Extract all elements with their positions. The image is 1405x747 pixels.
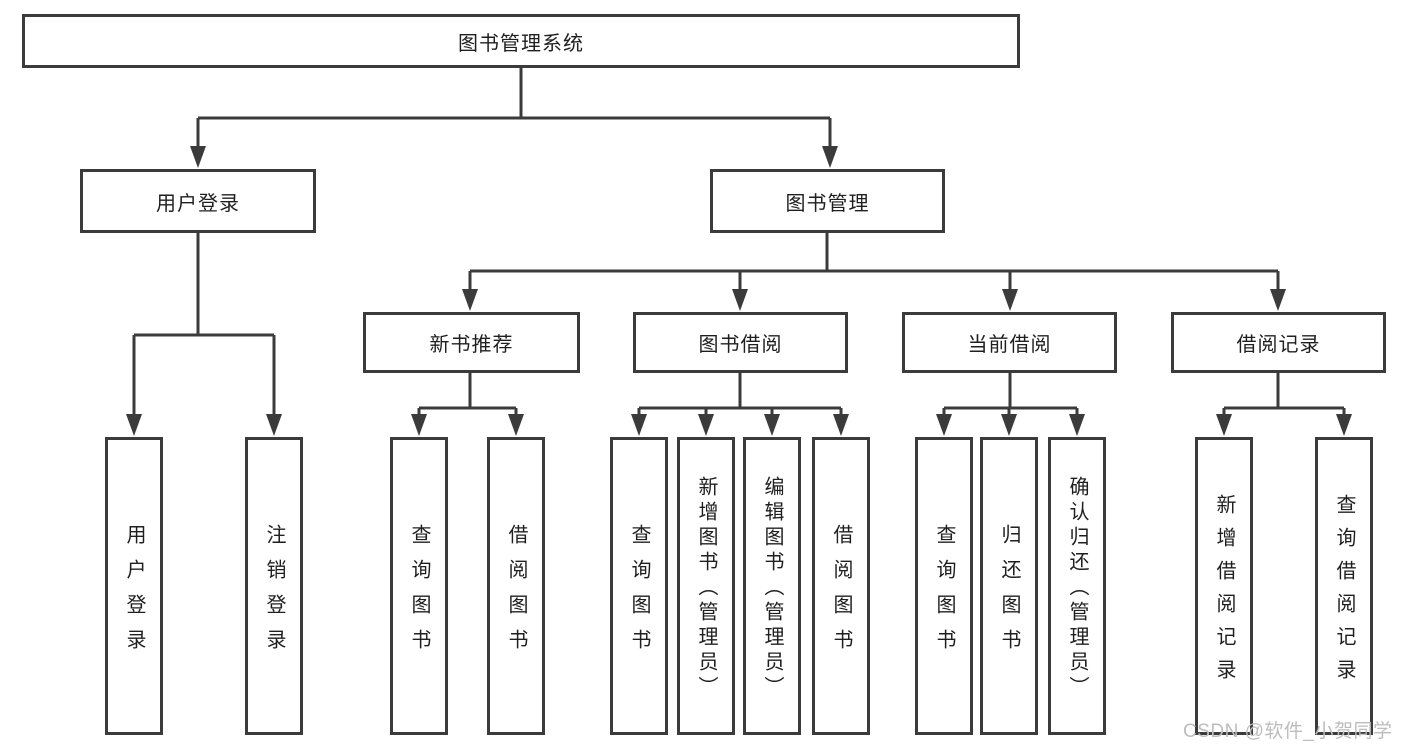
node-current-borrow: 当前借阅 [902,312,1117,373]
node-new-book-recommend: 新书推荐 [363,312,580,373]
leaf-user-login: 用户登录 [105,437,163,735]
leaf-query-books-2-label: 查询图书 [628,523,650,664]
node-new-book-recommend-label: 新书推荐 [429,334,514,356]
leaf-borrow-books-2-label: 借阅图书 [830,523,852,664]
leaf-borrow-books-2: 借阅图书 [812,437,870,735]
leaf-add-borrow-record: 新增借阅记录 [1195,437,1253,735]
leaf-borrow-books-1: 借阅图书 [487,437,545,735]
leaf-confirm-return-admin-label: 确认归还（管理员） [1066,476,1088,701]
leaf-logout-label: 注销登录 [263,523,285,664]
leaf-logout: 注销登录 [245,437,303,735]
leaf-query-borrow-record-label: 查询借阅记录 [1333,493,1355,692]
leaf-query-books-1: 查询图书 [390,437,448,735]
leaf-query-books-2: 查询图书 [610,437,668,735]
node-borrow-records-label: 借阅记录 [1236,334,1321,356]
node-book-management: 图书管理 [710,169,945,233]
leaf-add-book-admin: 新增图书（管理员） [677,437,735,735]
leaf-query-borrow-record: 查询借阅记录 [1315,437,1373,735]
node-user-login-branch-label: 用户登录 [156,192,240,215]
arrow-down-icons [126,146,1352,436]
node-current-borrow-label: 当前借阅 [967,334,1052,356]
node-root-label: 图书管理系统 [458,32,584,55]
leaf-query-books-1-label: 查询图书 [408,523,430,664]
node-book-borrow: 图书借阅 [633,312,848,373]
leaf-return-book-label: 归还图书 [998,523,1020,664]
watermark: CSDN @软件_小贺同学 [1183,721,1393,742]
leaf-add-book-admin-label: 新增图书（管理员） [695,476,717,701]
leaf-return-book: 归还图书 [980,437,1038,735]
leaf-borrow-books-1-label: 借阅图书 [505,523,527,664]
leaf-add-borrow-record-label: 新增借阅记录 [1213,493,1235,692]
leaf-confirm-return-admin: 确认归还（管理员） [1048,437,1106,735]
leaf-edit-book-admin-label: 编辑图书（管理员） [761,476,783,701]
node-root: 图书管理系统 [22,14,1020,68]
node-book-management-label: 图书管理 [785,192,870,215]
node-user-login-branch: 用户登录 [80,169,316,233]
leaf-query-books-3-label: 查询图书 [933,523,955,664]
node-book-borrow-label: 图书借阅 [698,334,783,356]
leaf-query-books-3: 查询图书 [915,437,973,735]
node-borrow-records: 借阅记录 [1171,312,1386,373]
leaf-edit-book-admin: 编辑图书（管理员） [743,437,801,735]
leaf-user-login-label: 用户登录 [123,523,145,664]
